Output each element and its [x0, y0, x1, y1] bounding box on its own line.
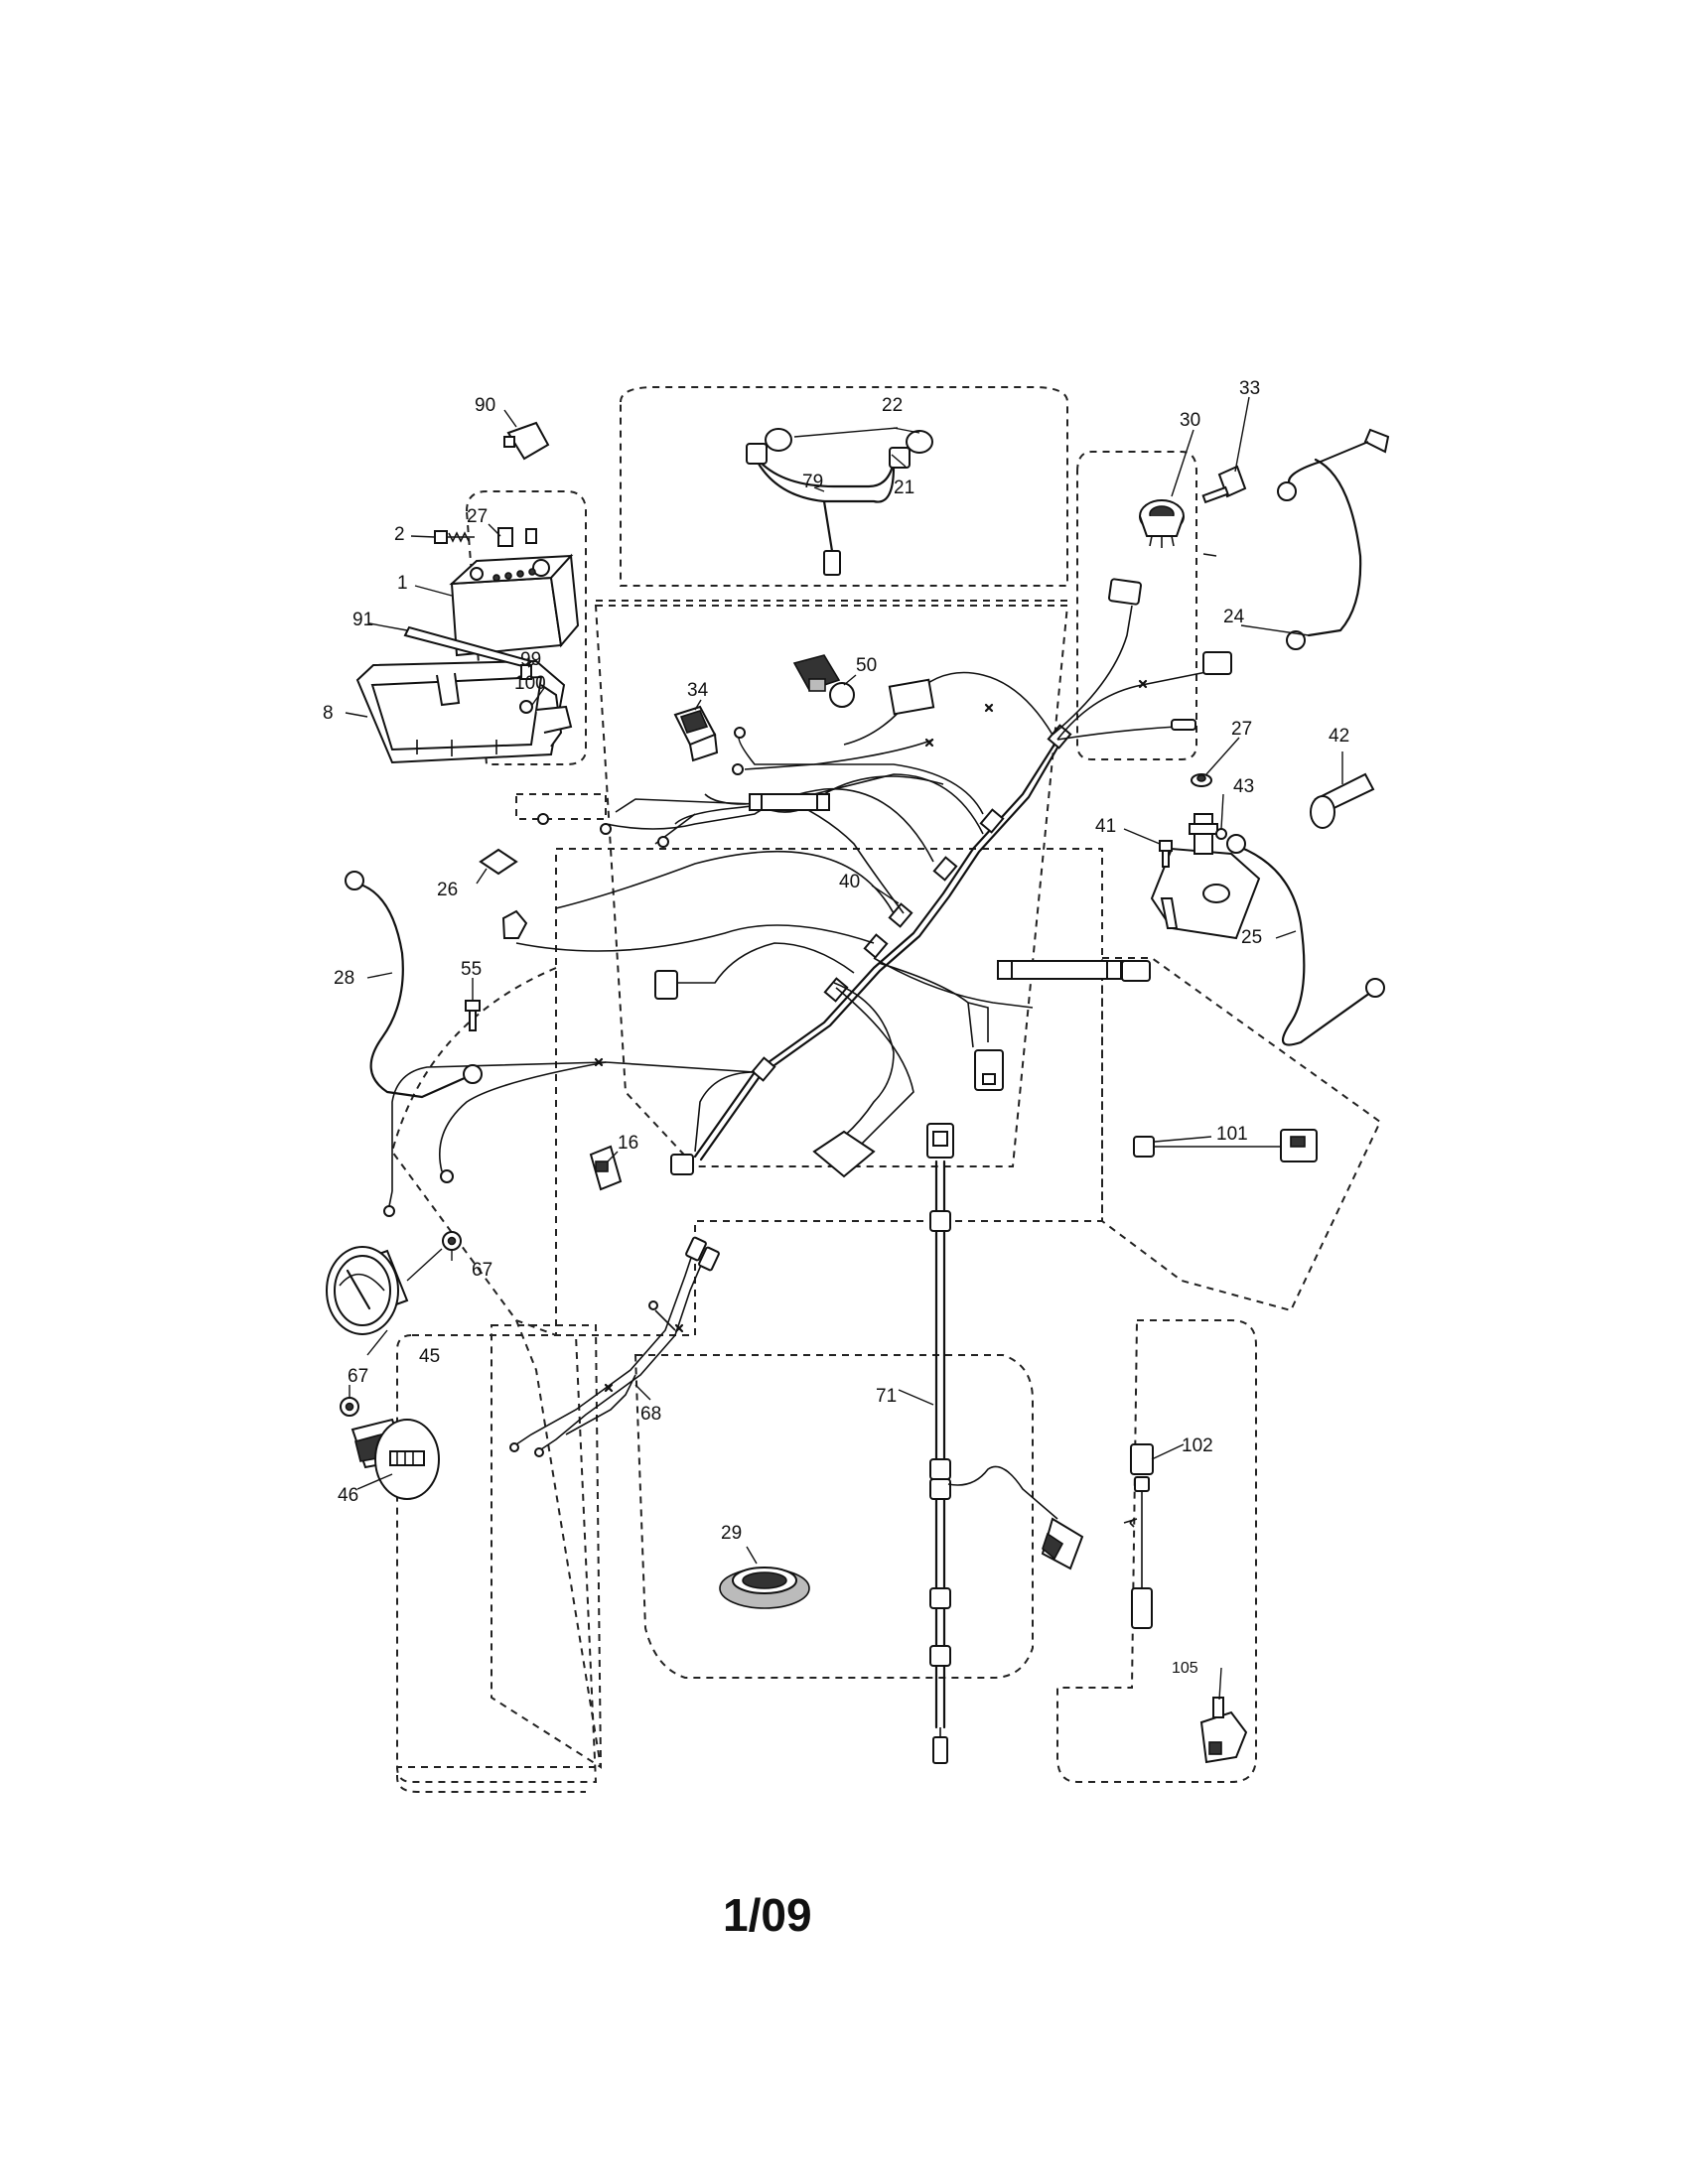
callout-27-right: 27 [1231, 719, 1252, 740]
harness-clips [751, 724, 1072, 1082]
terminal-boot [1310, 772, 1375, 829]
callout-46: 46 [338, 1485, 358, 1506]
main-wire-harness [383, 578, 1232, 1217]
callout-26: 26 [437, 880, 458, 900]
battery [449, 553, 580, 657]
battery-nut [497, 527, 537, 547]
callout-28: 28 [334, 968, 354, 989]
gauge-45 [326, 1246, 443, 1335]
solenoid-screw [1159, 840, 1173, 868]
hour-meter [351, 1418, 440, 1500]
callout-42: 42 [1329, 726, 1349, 747]
callout-1: 1 [397, 573, 408, 594]
callout-24: 24 [1223, 607, 1245, 627]
callout-labels: 1 2 27 90 91 99 100 8 22 79 21 30 33 24 … [323, 378, 1349, 1677]
callout-40: 40 [839, 872, 860, 892]
harness-71 [926, 1123, 1084, 1764]
callout-45: 45 [419, 1346, 440, 1367]
callout-55: 55 [461, 959, 482, 980]
headlight-harness [746, 427, 933, 576]
ground-cable-28 [345, 871, 483, 1099]
part-105 [1199, 1697, 1248, 1764]
tractor-outline [390, 386, 1382, 1793]
hold-down-strap [403, 625, 533, 669]
switch-101 [1133, 1129, 1318, 1162]
plug-29 [719, 1567, 810, 1609]
callout-71: 71 [876, 1386, 897, 1407]
part-102 [1123, 1443, 1154, 1629]
callout-21: 21 [894, 478, 914, 498]
callout-100: 100 [514, 673, 546, 694]
ignition-switch [1139, 499, 1185, 548]
callout-90: 90 [475, 395, 495, 416]
starter-solenoid [1150, 813, 1261, 940]
battery-tray [355, 659, 573, 764]
callout-68: 68 [640, 1404, 661, 1425]
fuse [479, 848, 518, 876]
tray-bolt [519, 664, 533, 714]
callout-25: 25 [1241, 927, 1262, 948]
callout-2: 2 [394, 524, 405, 545]
callout-91: 91 [352, 610, 373, 630]
leader-lines [345, 396, 1343, 1701]
nut-27-right [1191, 773, 1212, 787]
callout-41: 41 [1095, 816, 1116, 837]
battery-cable-24 [1240, 428, 1390, 650]
ignition-key [1201, 465, 1247, 504]
callout-101: 101 [1216, 1124, 1248, 1145]
callout-67-lower: 67 [348, 1366, 368, 1387]
callout-34: 34 [687, 680, 709, 701]
callout-105: 105 [1172, 1660, 1198, 1677]
callout-30: 30 [1180, 410, 1200, 431]
callout-22: 22 [882, 395, 903, 416]
nut-67-upper [442, 1231, 462, 1251]
callout-43: 43 [1233, 776, 1254, 797]
part-90 [503, 421, 550, 461]
callout-99: 99 [520, 649, 541, 670]
switch-50 [792, 654, 855, 708]
callout-8: 8 [323, 703, 334, 724]
callout-67-upper: 67 [472, 1260, 492, 1281]
page-code: 1/09 [723, 1889, 812, 1941]
harness-68 [509, 1236, 720, 1457]
relay-16 [589, 1145, 623, 1191]
callout-27-left: 27 [467, 506, 488, 527]
battery-cable-25 [1226, 834, 1385, 1046]
callout-50: 50 [856, 655, 877, 676]
callout-16: 16 [618, 1133, 638, 1154]
callout-33: 33 [1239, 378, 1260, 399]
switch-34 [673, 705, 719, 762]
callout-102: 102 [1182, 1435, 1213, 1456]
callout-79: 79 [802, 472, 823, 492]
nut-67-lower [340, 1397, 359, 1417]
callout-29: 29 [721, 1523, 742, 1544]
